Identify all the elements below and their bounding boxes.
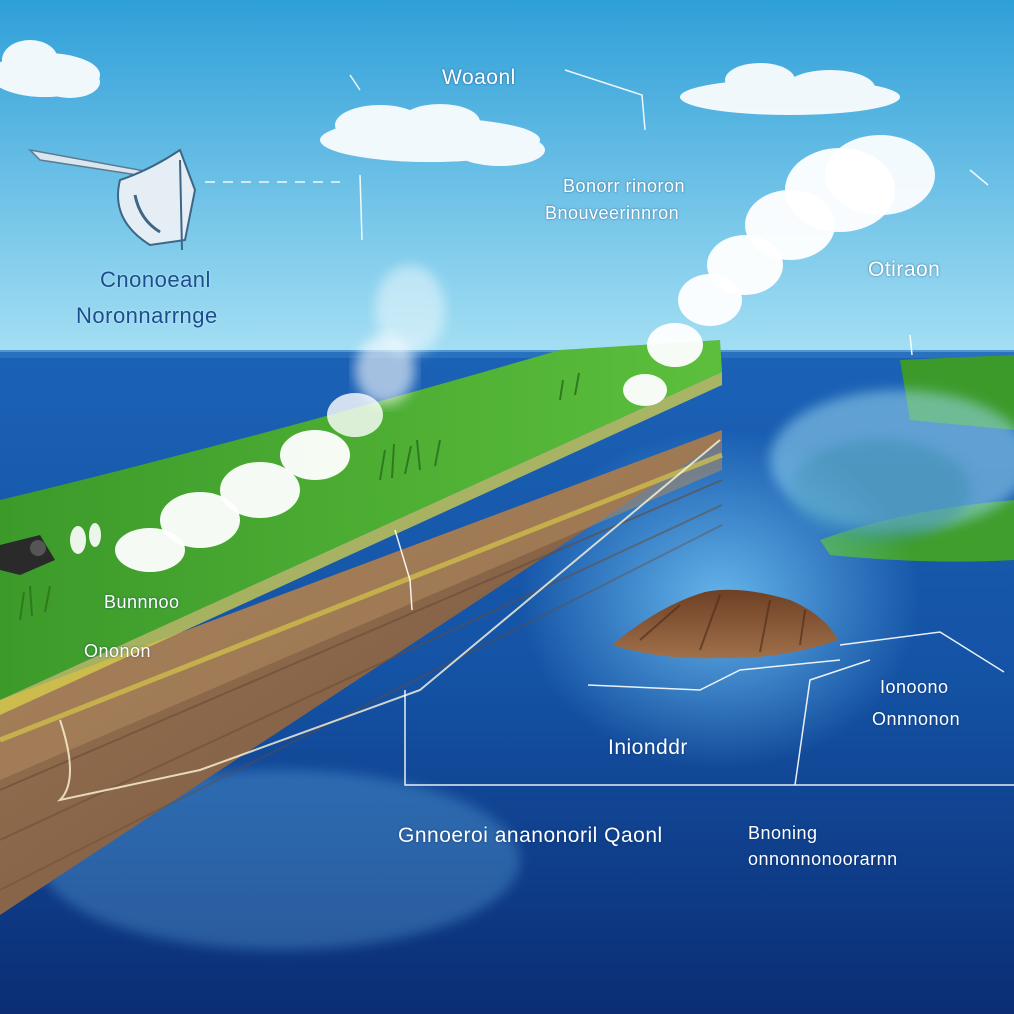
label-bottom-right-line2: onnonnonoorarnn <box>748 849 898 869</box>
label-land-left: Bunnnoo <box>104 592 180 612</box>
label-land-edge: Ononon <box>84 641 152 661</box>
cloud-left <box>0 40 100 98</box>
label-left-line1: Cnonoeanl <box>100 267 211 292</box>
label-sky-right-line2: Bnouveerinnron <box>545 203 680 223</box>
cloud-right <box>680 63 900 115</box>
grass-surface <box>0 340 722 700</box>
label-right-line2: Onnnonon <box>872 709 961 729</box>
label-left-line2: Noronnarrnge <box>76 303 218 328</box>
label-sky-right-line1: Bonorr rinoron <box>563 176 686 196</box>
label-mid-water: Inionddr <box>608 736 688 759</box>
label-far-right: Otiraon <box>868 258 941 281</box>
label-bottom-right-line1: Bnoning <box>748 823 818 843</box>
steam-plume-right <box>623 135 935 406</box>
steam-plume-left <box>115 265 445 572</box>
drone-icon <box>27 148 197 251</box>
label-right-line1: Ionoono <box>880 677 949 697</box>
label-top-center: Woaonl <box>442 66 516 89</box>
leader-lines <box>205 69 1014 786</box>
label-bottom-left: Gnnoeroi ananonoril Qaonl <box>398 824 663 847</box>
grass-tufts <box>19 372 580 621</box>
cloud-center <box>320 104 545 166</box>
seafloor-mound <box>612 589 838 659</box>
steam-vents-small <box>70 523 101 554</box>
surface-instrument <box>0 535 55 575</box>
